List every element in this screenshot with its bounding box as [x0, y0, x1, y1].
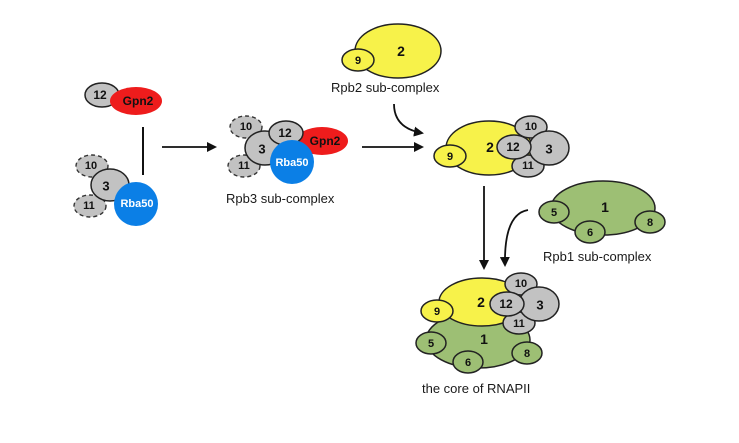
svg-text:11: 11: [83, 200, 95, 212]
svg-text:6: 6: [465, 357, 471, 369]
subunit-9-mid: 9: [433, 144, 467, 168]
rnapii-core: 1 2 9 10 11 3 12 5: [415, 272, 560, 396]
subunit-6-rpb1: 6: [574, 220, 606, 244]
svg-text:8: 8: [524, 348, 530, 360]
subunit-8-core: 8: [511, 341, 543, 365]
subunit-11-free: 11: [73, 194, 107, 218]
subunit-3-core: 3: [518, 286, 560, 322]
svg-text:8: 8: [647, 217, 653, 229]
svg-text:Gpn2: Gpn2: [310, 134, 341, 148]
svg-text:12: 12: [278, 126, 292, 140]
gpn2-rpb3: Gpn2: [296, 127, 348, 155]
svg-text:1: 1: [480, 331, 488, 347]
subunit-8-rpb1: 8: [634, 210, 666, 234]
svg-text:Gpn2: Gpn2: [123, 94, 154, 108]
subunit-9-rpb2: 9: [341, 48, 375, 72]
svg-text:9: 9: [434, 306, 440, 318]
svg-text:10: 10: [525, 121, 537, 133]
rpb3-subcomplex: 10 11 3 Gpn2 12 Rba50 Rpb3 sub-complex: [226, 115, 348, 206]
svg-text:12: 12: [499, 297, 513, 311]
svg-text:3: 3: [102, 179, 109, 194]
svg-text:2: 2: [397, 43, 405, 59]
svg-text:10: 10: [240, 121, 252, 133]
svg-text:12: 12: [506, 140, 520, 154]
svg-text:2: 2: [477, 294, 485, 310]
subunit-12-mid: 12: [496, 134, 532, 160]
gpn2-free: Gpn2: [110, 87, 162, 115]
svg-text:10: 10: [515, 278, 527, 290]
svg-text:Rba50: Rba50: [275, 157, 308, 169]
subunit-6-core: 6: [452, 350, 484, 374]
free-subunits-group: 12 Gpn2 10 11 3 Rba50: [73, 82, 162, 226]
rpb1-label: Rpb1 sub-complex: [543, 249, 652, 264]
svg-text:6: 6: [587, 227, 593, 239]
rpb2-subcomplex: 2 9 Rpb2 sub-complex: [331, 23, 442, 95]
rba50-free: Rba50: [114, 182, 158, 226]
svg-text:5: 5: [551, 207, 557, 219]
subunit-10-rpb3: 10: [229, 115, 263, 139]
svg-text:Rba50: Rba50: [120, 198, 153, 210]
rba50-rpb3: Rba50: [270, 140, 314, 184]
arrow-rpb1-to-core: [499, 209, 529, 267]
svg-text:11: 11: [513, 318, 525, 330]
arrow-rpb2-to-assembly: [393, 103, 424, 137]
subunit-12-core: 12: [489, 291, 525, 317]
svg-text:2: 2: [486, 139, 494, 155]
svg-text:11: 11: [238, 160, 250, 172]
rpb2-rpb3-intermediate: 2 9 10 11 3 12: [433, 115, 570, 178]
rpb3-label: Rpb3 sub-complex: [226, 191, 335, 206]
svg-text:3: 3: [545, 142, 552, 157]
svg-text:12: 12: [93, 88, 107, 102]
svg-text:10: 10: [85, 160, 97, 172]
svg-text:3: 3: [536, 298, 543, 313]
subunit-5-core: 5: [415, 331, 447, 355]
svg-text:5: 5: [428, 338, 434, 350]
subunit-3-mid: 3: [528, 130, 570, 166]
svg-text:1: 1: [601, 199, 609, 215]
subunit-5-rpb1: 5: [538, 200, 570, 224]
subunit-9-core: 9: [420, 299, 454, 323]
rpb1-subcomplex: 1 5 6 8 Rpb1 sub-complex: [538, 180, 666, 264]
rpb2-label: Rpb2 sub-complex: [331, 80, 440, 95]
svg-text:9: 9: [447, 151, 453, 163]
svg-text:9: 9: [355, 55, 361, 67]
core-label: the core of RNAPII: [422, 381, 530, 396]
svg-text:11: 11: [522, 160, 534, 172]
svg-text:3: 3: [258, 142, 265, 157]
